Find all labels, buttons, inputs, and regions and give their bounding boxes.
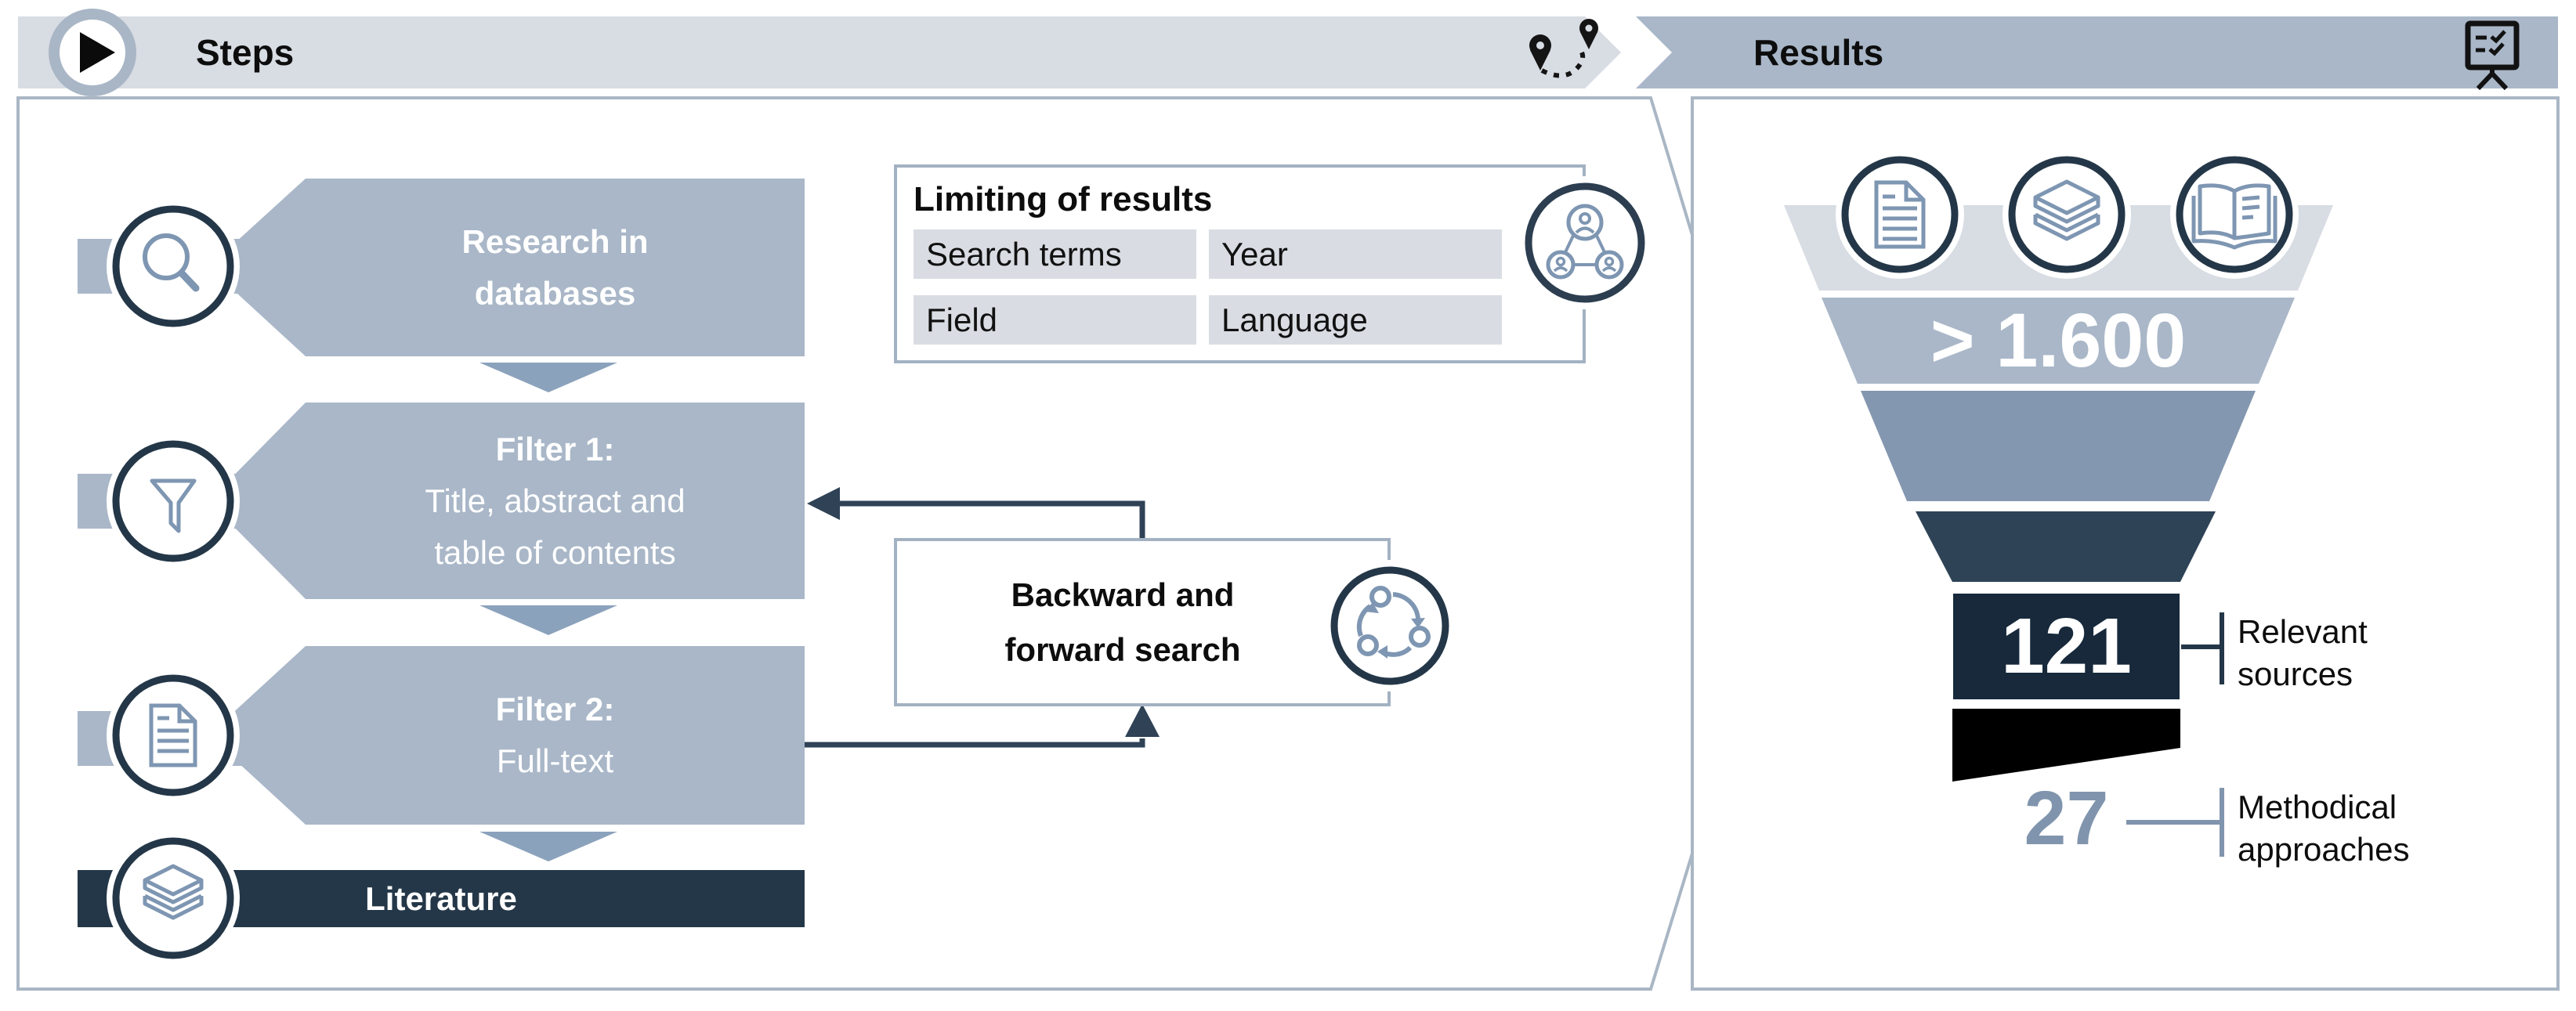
results-header-bar [1636,16,2558,88]
relevant-sources-label: Relevant sources [2238,613,2368,692]
arrowhead-up [1125,704,1160,737]
steps-header-bar [18,16,1621,88]
down-arrow-1 [479,363,617,392]
presentation-board-icon [2465,20,2520,91]
arrow-from-filter2-line [805,738,1145,748]
funnel-methodical-count: 27 [2024,775,2109,861]
down-arrow-3 [479,832,617,861]
funnel-band-3 [1861,391,2256,501]
funnel-top-count: > 1.600 [1930,298,2187,383]
funnel-band-4 [1916,511,2216,582]
route-icon [1529,19,1598,78]
funnel-relevant-count: 121 [2001,602,2132,690]
down-arrow-2 [479,605,617,635]
steps-header-title: Steps [196,32,295,73]
cycle-icon [1324,560,1456,691]
backward-forward-box [894,538,1391,706]
funnel-band-black [1952,709,2180,782]
funnel-band-2 [1822,298,2295,384]
books-icon [107,832,240,965]
methodical-approaches-label: Methodical approaches [2238,789,2410,868]
step2-label: Filter 1: Title, abstract and table of c… [425,430,686,571]
results-header-title: Results [1753,32,1884,73]
step1-label: Research in databases [461,222,649,312]
limiting-box-title: Limiting of results [914,180,1213,218]
arrow-to-filter1-line [837,500,1145,540]
backward-forward-label: Backward and forward search [1004,576,1241,668]
funnel-band-121 [1953,594,2180,699]
people-network-icon [1518,176,1652,309]
limit-cell-search-terms: Search terms [914,229,1196,279]
funnel-document-icon [1841,156,1959,273]
limit-cell-language: Language [1209,295,1502,345]
step3-label: Filter 2: Full-text [495,691,615,779]
funnel-books-icon [2008,156,2126,273]
relevant-connector [2181,612,2224,684]
play-icon [49,9,136,96]
limit-cell-field: Field [914,295,1196,345]
literature-label: Literature [365,879,517,917]
loop-arrows [805,500,1145,748]
step1-banner [208,179,805,356]
search-icon [107,200,240,333]
methodical-connector [2126,788,2224,857]
limit-cell-year: Year [1209,229,1502,279]
arrowhead-left [807,487,840,520]
open-book-icon [2176,156,2293,273]
document-icon [107,669,240,802]
step2-banner [208,403,805,599]
filter-icon [107,435,240,568]
step3-banner [208,646,805,825]
